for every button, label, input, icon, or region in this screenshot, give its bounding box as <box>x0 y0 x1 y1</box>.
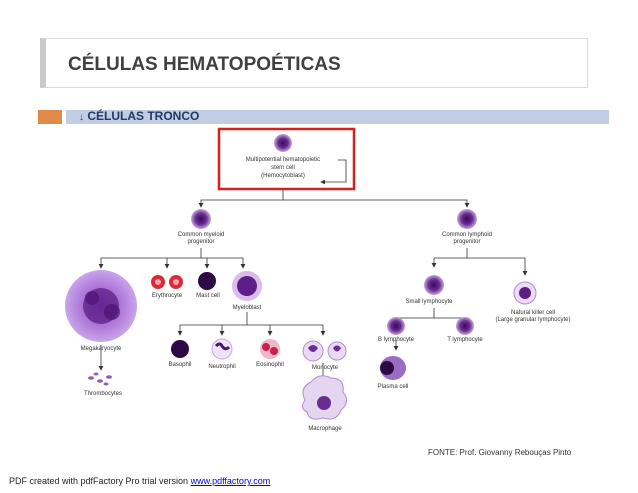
eosinophil-label: Eosinophil <box>256 362 284 368</box>
section-bar <box>66 110 609 124</box>
basophil-label: Basophil <box>168 362 191 368</box>
basophil-cell <box>171 340 189 358</box>
nk-label-l2: (Large granular lymphocyte) <box>495 317 570 323</box>
stem-cell-label-l1: Multipotential hematopoietic <box>246 157 320 163</box>
accent-bar <box>38 110 62 124</box>
down-arrow-bullet-icon: ↓ <box>79 112 84 123</box>
erythrocyte-label: Erythrocyte <box>152 293 183 299</box>
monocyte-cell <box>302 340 347 362</box>
footer-link[interactable]: www.pdffactory.com <box>190 476 271 486</box>
stem-cell-label-l2: stem cell <box>271 165 295 171</box>
macrophage-label: Macrophage <box>308 426 342 432</box>
section-heading: ↓ CÉLULAS TRONCO <box>79 109 199 123</box>
monocyte-label: Monocyte <box>312 365 339 371</box>
mast-cell-label: Mast cell <box>196 293 220 299</box>
footer: PDF created with pdfFactory Pro trial ve… <box>9 476 270 486</box>
megakaryocyte-cell <box>65 270 137 342</box>
thrombocytes-label: Thrombocytes <box>84 391 122 397</box>
t-lymphocyte-label: T lymphocyte <box>447 337 483 343</box>
title-box <box>40 38 588 88</box>
connector-lines <box>98 159 528 381</box>
section-label: CÉLULAS TRONCO <box>87 109 200 123</box>
b-lymphocyte-label: B lymphocyte <box>378 337 415 343</box>
neutrophil-cell <box>211 338 233 360</box>
slide-title: CÉLULAS HEMATOPOÉTICAS <box>68 54 341 75</box>
mast-cell <box>198 272 216 290</box>
footer-text: PDF created with pdfFactory Pro trial ve… <box>9 476 191 486</box>
source-note: FONTE: Prof. Giovanny Rebouças Pinto <box>428 448 572 457</box>
lymphoid-progenitor-cell <box>457 209 477 229</box>
myeloblast-cell <box>232 271 262 301</box>
plasma-cell <box>380 356 406 380</box>
small-lymphocyte-label: Small lymphocyte <box>405 299 453 305</box>
small-lymphocyte-cell <box>424 275 444 295</box>
lymphoid-label-l1: Common lymphoid <box>442 232 492 238</box>
b-lymphocyte-cell <box>387 317 405 335</box>
macrophage-cell <box>301 375 347 420</box>
myeloid-progenitor-cell <box>191 209 211 229</box>
neutrophil-label: Neutrophil <box>208 364 235 370</box>
megakaryocyte-label: Megakaryocyte <box>81 346 122 352</box>
stem-cell-label-l3: (Hemocytoblast) <box>261 173 305 179</box>
thrombocytes <box>88 372 112 386</box>
myeloblast-label: Myeloblast <box>233 305 262 311</box>
myeloid-label-l2: progenitor <box>187 239 214 245</box>
stem-cell <box>274 134 292 152</box>
natural-killer-cell <box>513 281 537 305</box>
myeloid-label-l1: Common myeloid <box>178 232 225 238</box>
erythrocyte-cell <box>151 275 183 289</box>
lymphoid-label-l2: progenitor <box>453 239 480 245</box>
eosinophil-cell <box>260 339 280 359</box>
plasma-cell-label: Plasma cell <box>378 384 409 390</box>
t-lymphocyte-cell <box>456 317 474 335</box>
nk-label-l1: Natural killer cell <box>511 310 555 316</box>
stem-cell-highlight <box>217 127 356 191</box>
